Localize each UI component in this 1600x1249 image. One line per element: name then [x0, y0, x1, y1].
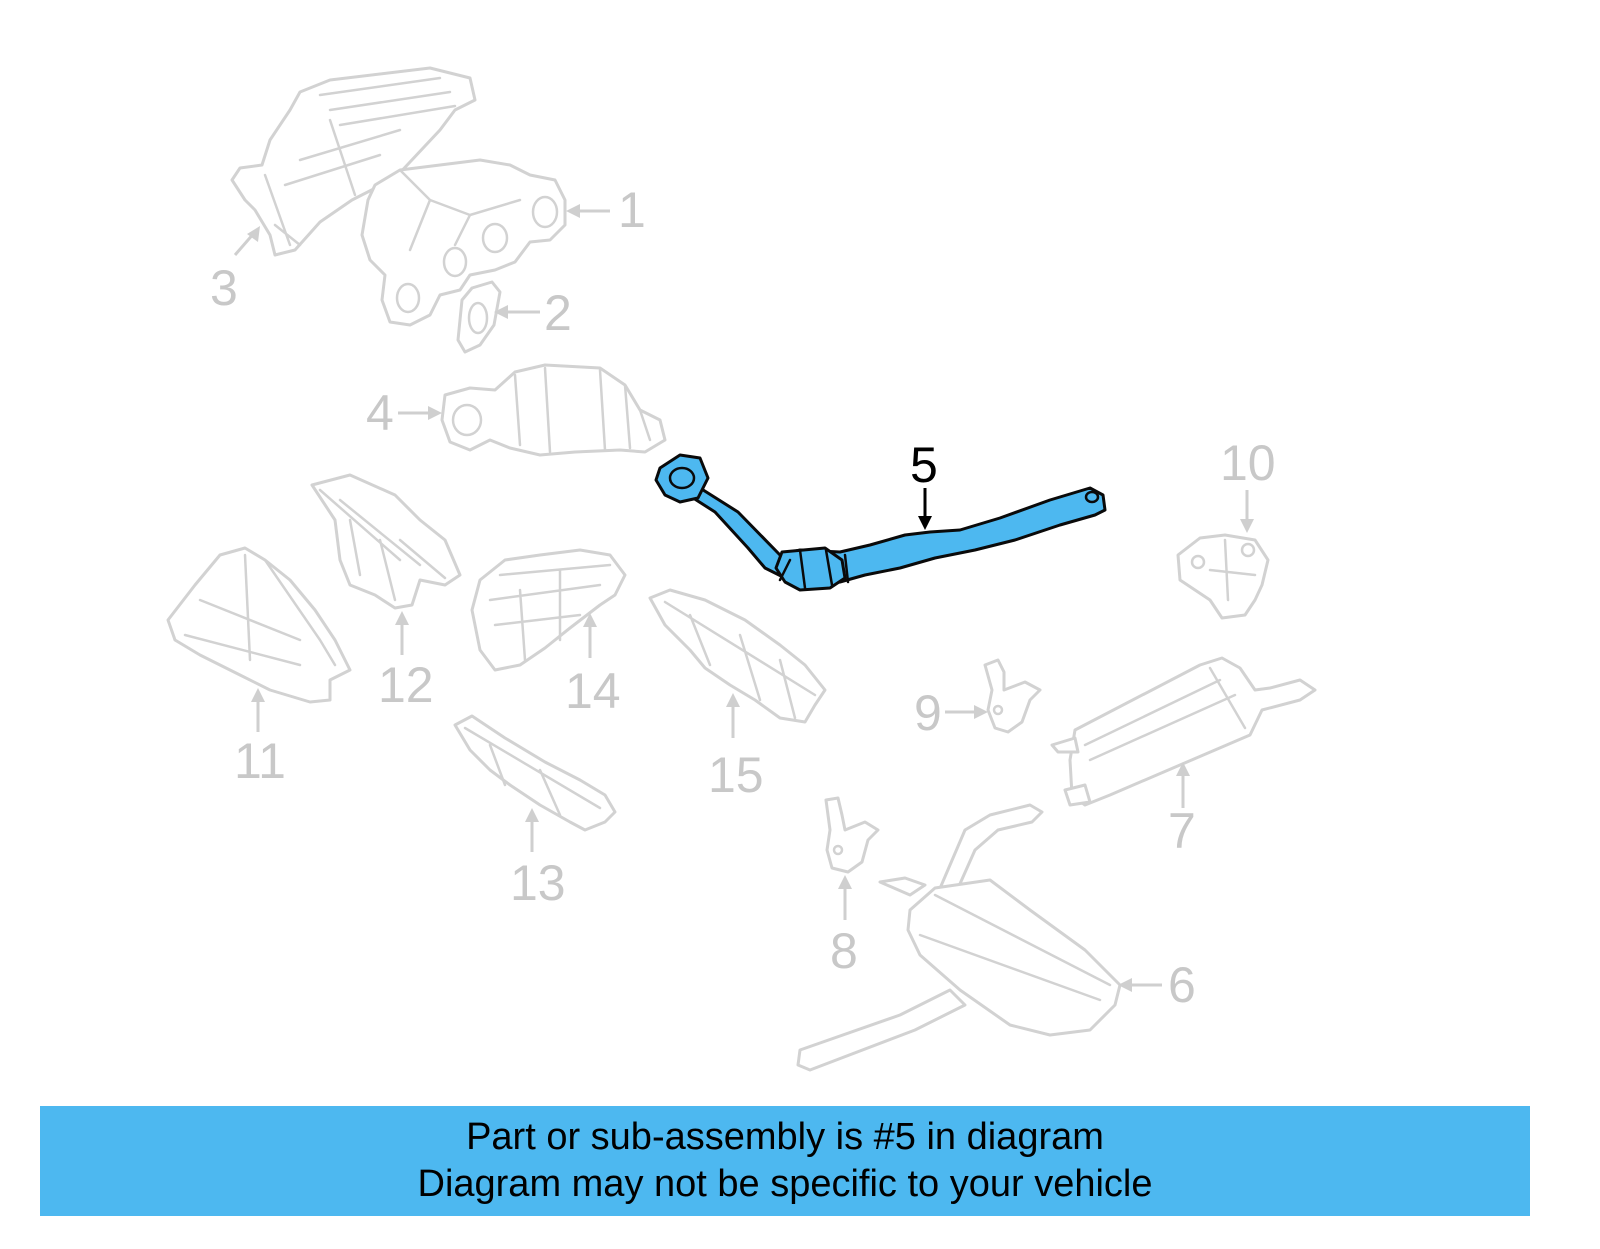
part-12-heat-shield [310, 473, 462, 610]
callout-7: 7 [1168, 803, 1196, 859]
part-7-muffler [1050, 656, 1317, 807]
callout-9: 9 [914, 685, 942, 741]
callout-15: 15 [708, 747, 764, 803]
callout-10: 10 [1220, 435, 1276, 491]
info-banner: Part or sub-assembly is #5 in diagram Di… [40, 1106, 1530, 1216]
part-15-heat-shield [648, 588, 827, 724]
callout-3: 3 [210, 260, 238, 316]
callout-6: 6 [1168, 957, 1196, 1013]
callouts: 1 2 3 4 6 7 8 9 10 1 [210, 182, 1276, 1013]
banner-line-1: Part or sub-assembly is #5 in diagram [466, 1116, 1104, 1158]
part-6-muffler [796, 803, 1122, 1072]
part-11-heat-shield [166, 546, 352, 704]
callout-8: 8 [830, 923, 858, 979]
part-3-heat-shield [230, 66, 477, 257]
callout-14: 14 [565, 663, 621, 719]
part-14-heat-shield [470, 548, 627, 672]
banner-line-2: Diagram may not be specific to your vehi… [417, 1163, 1153, 1205]
part-1-exhaust-manifold [360, 158, 567, 327]
callout-5-highlighted: 5 [910, 437, 938, 530]
part-13-heat-shield [453, 714, 617, 832]
callout-4: 4 [366, 385, 394, 441]
callout-1: 1 [618, 182, 646, 238]
callout-12: 12 [378, 657, 434, 713]
part-4-catalytic-converter [440, 363, 667, 457]
part-5-front-pipe [654, 453, 1107, 592]
part-10-bracket [1176, 533, 1270, 620]
callout-11: 11 [234, 733, 286, 789]
callout-13: 13 [510, 855, 566, 911]
part-9-hanger [983, 658, 1042, 734]
part-2-gasket [456, 280, 502, 354]
callout-2: 2 [544, 285, 572, 341]
part-8-hanger [824, 796, 880, 874]
callout-5: 5 [910, 437, 938, 493]
